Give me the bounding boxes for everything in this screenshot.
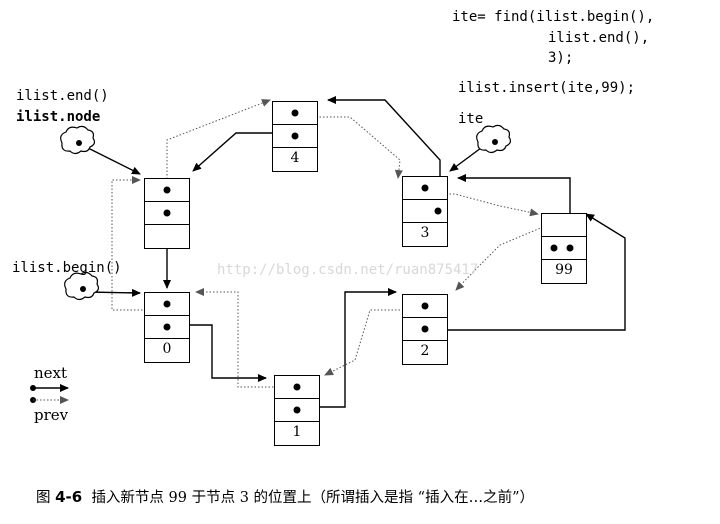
node-empty — [144, 178, 190, 249]
insert-code-line: ilist.insert(ite,99); — [458, 80, 636, 96]
next-pointer-dot — [293, 406, 301, 414]
begin-cloud-dot-icon — [80, 286, 86, 292]
caption-figure-number: 4-6 — [55, 488, 83, 506]
caption-text: 插入新节点 99 于节点 3 的位置上（所谓插入是指 “插入在…之前”） — [91, 490, 534, 506]
node-value: 99 — [555, 262, 573, 278]
legend-prev-label: prev — [34, 406, 69, 424]
node-value — [145, 225, 189, 248]
prev-link-4-to-3 — [295, 116, 403, 179]
next-pointer-dot — [291, 109, 299, 117]
ite-pointer-arrow — [449, 144, 486, 172]
ite-cloud-icon — [476, 124, 512, 154]
begin-call-label: ilist.begin() — [12, 260, 122, 276]
node-value: 3 — [420, 225, 430, 241]
prev-link-empty-to-4 — [166, 99, 271, 186]
legend-next-label: next — [34, 364, 68, 382]
prev-link-0-to-empty — [111, 176, 167, 311]
node-4: 4 — [272, 101, 318, 172]
caption-prefix: 图 — [36, 490, 51, 506]
prev-pointer-dot — [291, 132, 299, 140]
find-code-line1: ite= find(ilist.begin(), — [452, 9, 655, 25]
prev-pointer-dot — [163, 300, 171, 308]
node-value: 1 — [292, 424, 302, 440]
node-cloud-icon — [60, 125, 96, 155]
legend-prev-arrow — [30, 396, 69, 404]
legend-next-arrow — [30, 384, 69, 392]
node-1: 1 — [274, 375, 320, 446]
begin-cloud-icon — [64, 271, 100, 301]
node-0: 0 — [144, 292, 190, 363]
prev-pointer-dot — [421, 184, 429, 192]
node-pointer-arrow — [83, 145, 141, 175]
ite-label: ite — [458, 111, 484, 127]
prev-pointer-dot — [421, 302, 429, 310]
next-pointer-dot — [163, 323, 171, 331]
find-code-line2: ilist.end(), — [548, 30, 650, 46]
next-pointer-dot — [163, 186, 171, 194]
prev-pointer-dot — [550, 244, 558, 252]
next-pointer-dot — [434, 207, 442, 215]
next-link-2-to-99 — [428, 213, 626, 331]
node-value: 4 — [290, 150, 300, 166]
find-code-line3: 3); — [548, 50, 574, 66]
prev-pointer-dot — [163, 209, 171, 217]
node-value: 2 — [420, 343, 430, 359]
node-3: 3 — [402, 176, 448, 247]
figure-caption: 图 4-6 插入新节点 99 于节点 3 的位置上（所谓插入是指 “插入在…之前… — [36, 486, 534, 507]
next-pointer-dot — [421, 325, 429, 333]
node-member-label: ilist.node — [16, 109, 101, 125]
ite-cloud-dot-icon — [492, 139, 498, 145]
end-call-label: ilist.end() — [16, 88, 109, 104]
prev-pointer-dot — [293, 383, 301, 391]
node-2: 2 — [402, 294, 448, 365]
prev-link-99-to-2 — [455, 226, 544, 291]
prev-link-1-to-0 — [195, 288, 298, 388]
next-pointer-dot — [566, 244, 574, 252]
node-value: 0 — [162, 341, 172, 357]
watermark: http://blog.csdn.net/ruan875417 — [217, 262, 479, 278]
prev-link-2-to-1 — [324, 309, 428, 376]
node-99: 99 — [541, 213, 587, 284]
node-cloud-dot-icon — [76, 140, 82, 146]
